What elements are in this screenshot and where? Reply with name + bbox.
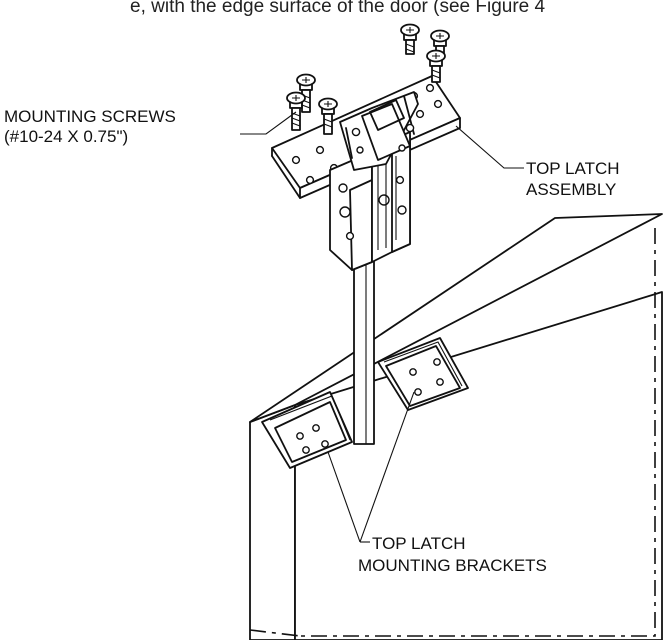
header-text-fragment: e, with the edge surface of the door (se… [130, 0, 546, 17]
brackets-leader-right [359, 391, 415, 543]
screw-6 [426, 49, 446, 83]
door [249, 213, 663, 640]
door-side-face [294, 291, 663, 640]
screw-2 [286, 91, 306, 131]
screw-4 [400, 23, 420, 55]
screw-3 [318, 97, 338, 135]
mounting-brackets-label-2: MOUNTING BRACKETS [358, 556, 547, 575]
screw-1 [296, 73, 316, 113]
left-mortise-pocket [261, 391, 353, 469]
mounting-screws [286, 23, 450, 135]
left-mounting-bracket [274, 401, 347, 463]
brackets-leader-left [327, 451, 361, 543]
top-latch-assembly [271, 75, 461, 271]
door-hidden-edge-bottom [249, 629, 301, 637]
screws-leader [240, 111, 297, 135]
mounting-brackets-label: TOP LATCH [372, 534, 466, 553]
top-latch-assembly-label-2: ASSEMBLY [526, 180, 616, 199]
right-mortise-pocket [377, 337, 469, 411]
mounting-screws-spec: (#10-24 X 0.75") [4, 127, 128, 146]
assembly-leader [455, 125, 524, 169]
mounting-screws-label: MOUNTING SCREWS [4, 107, 176, 126]
top-latch-assembly-label: TOP LATCH [526, 159, 620, 178]
door-hidden-edge [300, 228, 656, 637]
latch-rod [353, 231, 375, 445]
door-top-edge [249, 213, 663, 423]
right-mounting-bracket [385, 345, 461, 407]
leader-lines [240, 111, 524, 543]
